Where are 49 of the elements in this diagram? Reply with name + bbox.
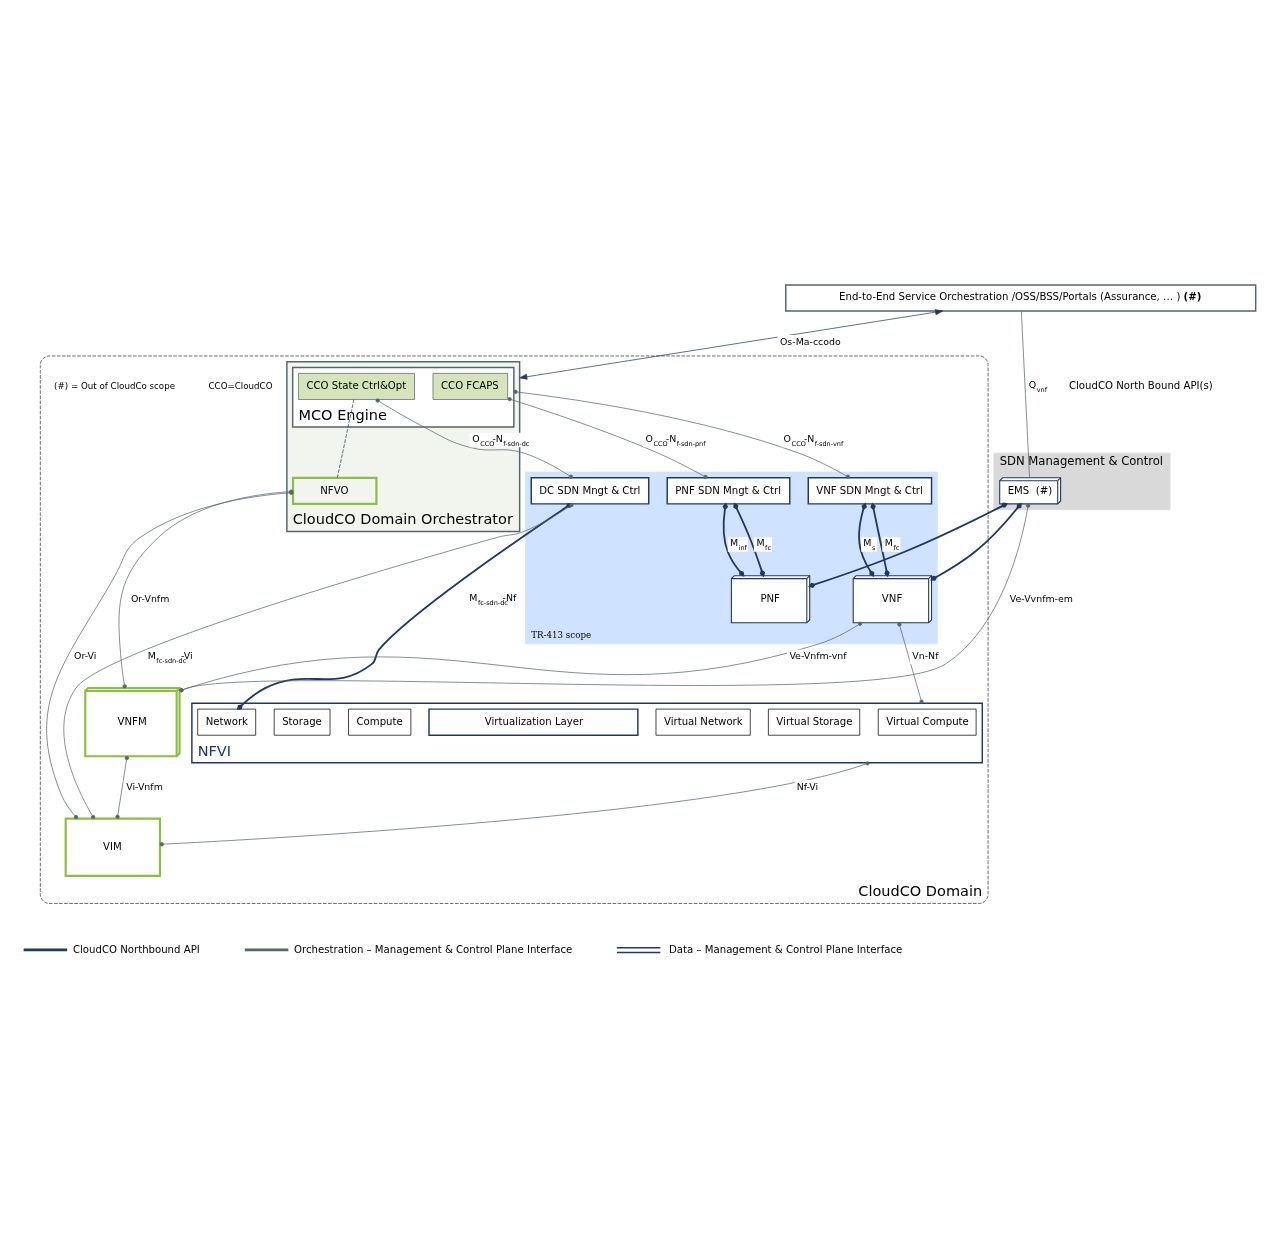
node-box: CCO FCAPS (432, 372, 509, 400)
node-box: Virtualization Layer (428, 707, 639, 736)
edge-label: M$_{fc-sdn-dc}$-Nf (469, 591, 517, 607)
connector (858, 501, 875, 577)
edge-label: M$_{s}$ (863, 536, 876, 552)
edge-label: M$_{fc}$ (756, 536, 772, 552)
node-box: Storage (273, 708, 331, 736)
label: (#) = Out of CloudCo scope (54, 380, 176, 391)
connector (179, 621, 863, 692)
connector (930, 502, 1022, 581)
node-box: Virtual Network (655, 708, 751, 736)
connector (897, 621, 924, 704)
connector (722, 501, 745, 577)
node-box: CCO State Ctrl&Opt (298, 372, 415, 400)
node-box: Compute (348, 708, 412, 736)
edge-label: Ve-Vnfm-vnf (789, 649, 847, 661)
connector (870, 501, 890, 577)
edge-label: Vn-Nf (912, 649, 939, 661)
node-box: End-to-End Service Orchestration /OSS/BSS/Portals (Assurance, … ) (#) (785, 283, 1257, 312)
connector (507, 396, 708, 479)
edge-label: Or-Vnfm (130, 592, 170, 604)
edge-label: M$_{inf}$ (729, 536, 747, 552)
edge-label: Ve-Vvnfm-em (1009, 592, 1073, 604)
legend-label: CloudCO Northbound API (72, 943, 200, 955)
arrow (519, 308, 944, 380)
connector (115, 755, 129, 819)
connector (808, 502, 1008, 588)
connector (375, 397, 574, 479)
legend-label: Data – Management & Control Plane Interface (669, 943, 903, 955)
edge-label: O$_{CCO}$-N$_{f-sdn-pnf}$ (645, 432, 706, 448)
connector (733, 502, 766, 577)
label: CCO=CloudCO (208, 380, 273, 391)
node-box: Virtual Compute (877, 708, 977, 736)
connector (337, 398, 355, 478)
label: CloudCO North Bound API(s) (1068, 379, 1213, 391)
connector (513, 389, 850, 479)
edge-label: M$_{fc-sdn-dc}$-Vi (147, 649, 193, 665)
edge-label: Q$_{vnf}$ (1028, 378, 1047, 394)
edge-label: Vi-Vnfm (126, 780, 163, 792)
connector (159, 760, 870, 846)
edge-label: M$_{fc}$ (884, 536, 900, 552)
node-box: Network (197, 708, 257, 736)
edge-label: Nf-Vi (796, 780, 819, 792)
edge-label: Or-Vi (74, 649, 97, 661)
edge-label: Os-Ma-ccodo (779, 335, 841, 347)
edge-label: O$_{CCO}$-N$_{f-sdn-vnf}$ (783, 432, 844, 448)
node-box: Virtual Storage (768, 708, 861, 736)
legend-label: Orchestration – Management & Control Plane Interface (294, 943, 573, 955)
connector (1021, 310, 1030, 478)
